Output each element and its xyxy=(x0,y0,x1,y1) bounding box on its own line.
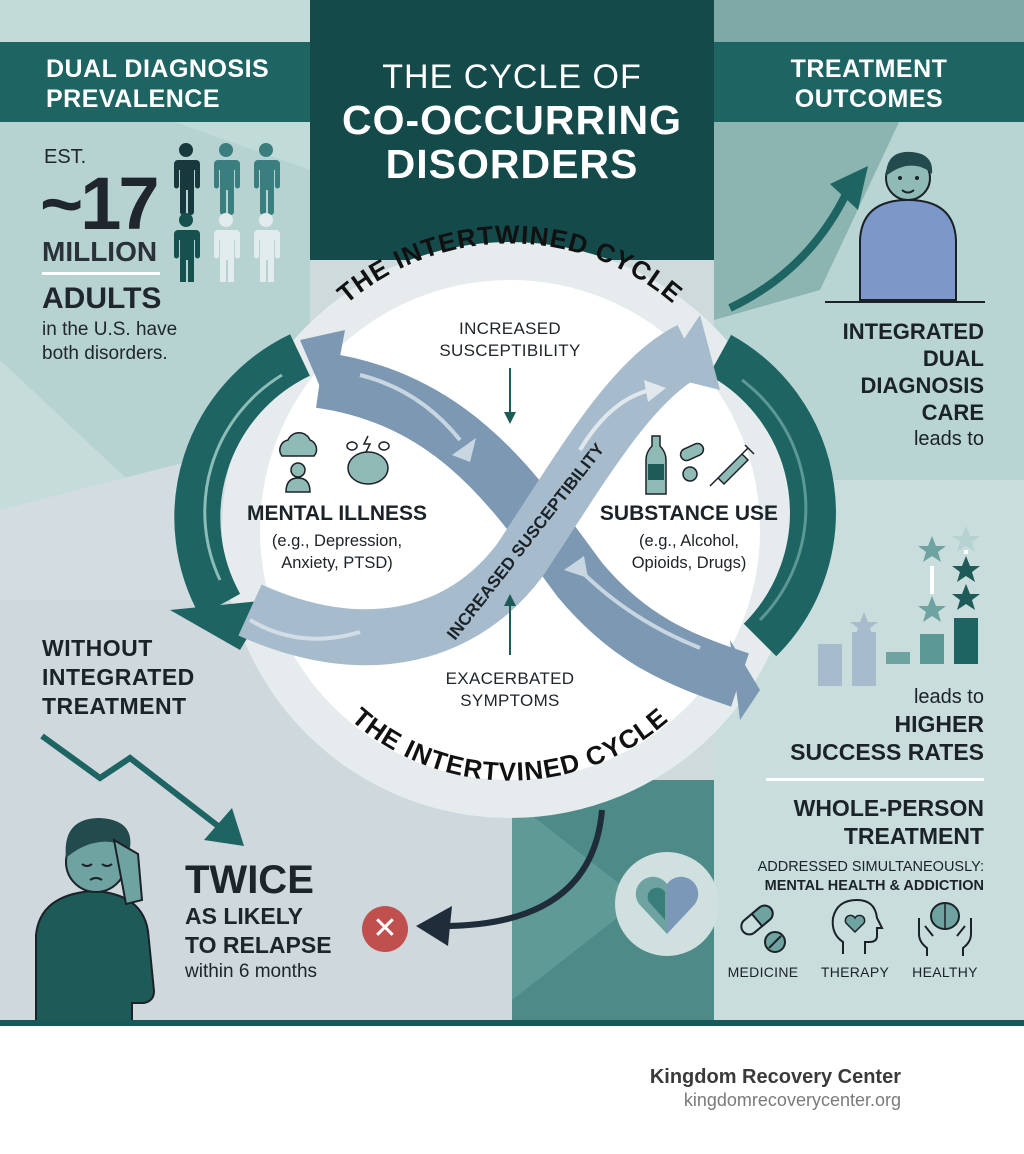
organization-url[interactable]: kingdomrecoverycenter.org xyxy=(683,1090,901,1110)
prevalence-subject: ADULTS xyxy=(42,282,162,315)
est-label: EST. xyxy=(44,146,87,168)
without-line: TREATMENT xyxy=(42,693,187,719)
integrated-care-text: INTEGRATED DUAL DIAGNOSIS CARE leads to xyxy=(843,318,984,453)
care-line: CARE xyxy=(921,400,984,425)
example-line: Anxiety, PTSD) xyxy=(281,554,393,572)
infographic-canvas: DUAL DIAGNOSIS PREVALENCE TREATMENT OUTC… xyxy=(0,0,1024,1026)
addressed-text: ADDRESSED SIMULTANEOUSLY: MENTAL HEALTH … xyxy=(758,858,984,896)
intertwined-cycle-diagram: THE INTERTWINED CYCLE THE INTERTVINED CY… xyxy=(170,219,836,818)
heart-badge xyxy=(615,852,719,956)
syringe-icon xyxy=(709,444,755,487)
healthy-item: HEALTHY xyxy=(900,898,990,980)
head-heart-icon xyxy=(831,898,884,954)
without-line: INTEGRATED xyxy=(42,664,195,690)
addressed-emphasis: MENTAL HEALTH & ADDICTION xyxy=(764,878,984,894)
without-treatment-heading: WITHOUT INTEGRATED TREATMENT xyxy=(42,634,195,721)
label-line: EXACERBATED xyxy=(445,669,575,688)
main-title-line2: CO-OCCURRING xyxy=(342,97,682,143)
left-header-bar xyxy=(0,42,310,122)
exacerbated-symptoms-label: EXACERBATED SYMPTOMS xyxy=(420,668,600,712)
label-line: SUSCEPTIBILITY xyxy=(439,341,581,360)
heading-line: DUAL DIAGNOSIS xyxy=(46,55,270,83)
description-line: in the U.S. have xyxy=(42,319,178,340)
divider xyxy=(42,272,160,275)
treatment-icons: MEDICINE THERAPY HEALTHY xyxy=(718,898,990,990)
heading-line: OUTCOMES xyxy=(794,85,944,113)
pills-icon xyxy=(740,904,786,953)
example-line: (e.g., Depression, xyxy=(271,532,403,550)
right-header-bar xyxy=(714,42,1024,122)
stressed-brain-icon xyxy=(346,435,390,485)
icon-label: HEALTHY xyxy=(912,964,978,980)
main-title: CO-OCCURRING DISORDERS xyxy=(310,98,714,186)
downward-trend-arrow-icon xyxy=(40,733,244,846)
leads-to-text: leads to xyxy=(913,428,984,450)
relapse-stat-headline: TWICE xyxy=(185,858,314,902)
outcomes-heading: TREATMENT OUTCOMES xyxy=(714,54,1024,114)
bottle-icon xyxy=(645,435,667,495)
organization-name: Kingdom Recovery Center xyxy=(649,1066,901,1088)
example-line: Opioids, Drugs) xyxy=(631,554,747,572)
happy-person-icon xyxy=(825,151,985,303)
relapse-stat-line: TO RELAPSE xyxy=(185,932,332,958)
label-line: INCREASED xyxy=(459,319,561,338)
distressed-person-icon xyxy=(35,818,156,1025)
main-title-line1: THE CYCLE OF xyxy=(382,58,642,96)
heading-line: TREATMENT xyxy=(790,55,948,83)
rain-cloud-person-icon xyxy=(279,432,318,493)
heading-line: PREVALENCE xyxy=(46,85,221,113)
description-line: both disorders. xyxy=(42,343,168,364)
x-icon: ✕ xyxy=(362,906,408,952)
mental-illness-title: MENTAL ILLNESS xyxy=(246,502,428,525)
upward-arrow-icon xyxy=(728,166,868,312)
label-line: SYMPTOMS xyxy=(460,691,560,710)
relapse-timeframe: within 6 months xyxy=(185,961,318,982)
top-susceptibility-label: INCREASED SUSCEPTIBILITY xyxy=(420,318,600,362)
substance-use-examples: (e.g., Alcohol, Opioids, Drugs) xyxy=(584,530,794,574)
whole-line: TREATMENT xyxy=(843,823,984,849)
relapse-stat-line: AS LIKELY xyxy=(185,903,304,929)
relapse-stat: TWICE AS LIKELY TO RELAPSE within 6 mont… xyxy=(185,858,332,984)
icon-label: THERAPY xyxy=(820,964,890,980)
divider xyxy=(766,778,984,781)
higher-success-text: leads to HIGHER SUCCESS RATES xyxy=(790,684,984,766)
bottom-divider xyxy=(0,1020,1024,1026)
pills-icon xyxy=(679,442,705,482)
whole-person-heading: WHOLE-PERSON TREATMENT xyxy=(794,794,984,850)
prevalence-description: in the U.S. have both disorders. xyxy=(42,318,177,366)
success-line: SUCCESS RATES xyxy=(790,739,984,765)
mental-illness-examples: (e.g., Depression, Anxiety, PTSD) xyxy=(232,530,442,574)
without-line: WITHOUT xyxy=(42,635,153,661)
split-heart-icon xyxy=(635,876,699,934)
prevalence-unit: MILLION xyxy=(42,236,158,267)
curved-arrow-icon xyxy=(416,809,605,946)
example-line: (e.g., Alcohol, xyxy=(639,532,739,550)
main-title-line3: DISORDERS xyxy=(385,141,639,187)
hands-brain-icon xyxy=(918,902,972,956)
substance-use-title: SUBSTANCE USE xyxy=(599,502,779,525)
leads-to-text: leads to xyxy=(913,686,984,708)
addressed-line: ADDRESSED SIMULTANEOUSLY: xyxy=(757,859,984,875)
success-line: HIGHER xyxy=(894,711,984,737)
care-line: DUAL xyxy=(922,346,984,371)
care-line: INTEGRATED xyxy=(842,319,984,344)
icon-label: MEDICINE xyxy=(727,964,799,980)
medicine-item: MEDICINE xyxy=(718,898,808,980)
prevalence-number: ~17 xyxy=(40,162,160,245)
whole-line: WHOLE-PERSON xyxy=(793,795,984,821)
care-line: DIAGNOSIS xyxy=(860,373,984,398)
therapy-item: THERAPY xyxy=(810,898,900,980)
success-bar-chart-icon xyxy=(818,526,980,686)
footer xyxy=(0,1026,1024,1154)
prevalence-heading: DUAL DIAGNOSIS PREVALENCE xyxy=(46,54,269,114)
